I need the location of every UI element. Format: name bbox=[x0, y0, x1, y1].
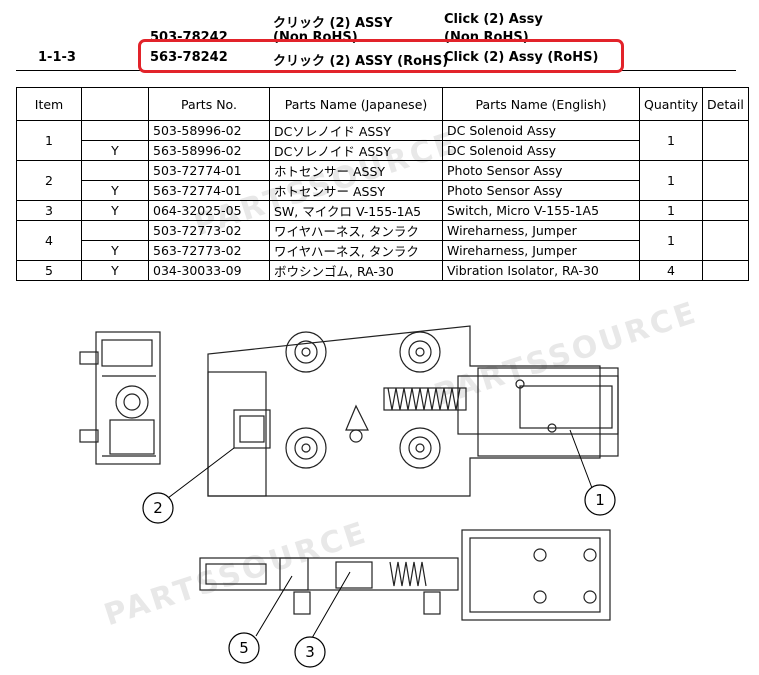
assembly-number: 1-1-3 bbox=[38, 50, 76, 65]
detail-cell bbox=[702, 260, 749, 281]
name-en-cell: Wireharness, Jumper bbox=[442, 220, 640, 241]
svg-text:2: 2 bbox=[153, 499, 163, 517]
table-row: Y 563-72774-01 ホトセンサー ASSY Photo Sensor … bbox=[17, 180, 749, 201]
col-rohs bbox=[81, 87, 149, 121]
new-part-number: 563-78242 bbox=[150, 50, 228, 65]
rohs-cell: Y bbox=[81, 240, 149, 261]
detail-cell bbox=[702, 200, 749, 221]
name-en-cell: Vibration Isolator, RA-30 bbox=[442, 260, 640, 281]
item-cell: 5 bbox=[16, 260, 82, 281]
rohs-cell: Y bbox=[81, 180, 149, 201]
quantity-cell: 4 bbox=[638, 260, 704, 281]
callout-5: 5 bbox=[228, 632, 260, 664]
col-item: Item bbox=[16, 87, 82, 121]
name-en-cell: Wireharness, Jumper bbox=[442, 240, 640, 261]
callout-2: 2 bbox=[142, 492, 174, 524]
rohs-cell: Y bbox=[81, 260, 149, 281]
part-number-cell: 034-30033-09 bbox=[148, 260, 270, 281]
rohs-highlight-box bbox=[138, 39, 624, 73]
bottom-view bbox=[199, 529, 611, 621]
name-en-cell: Photo Sensor Assy bbox=[442, 180, 640, 201]
parts-table: Item Parts No. Parts Name (Japanese) Par… bbox=[16, 87, 749, 281]
front-view bbox=[207, 325, 619, 497]
name-en-cell: Switch, Micro V-155-1A5 bbox=[442, 200, 640, 221]
part-number-cell: 503-58996-02 bbox=[148, 120, 270, 141]
rohs-cell bbox=[81, 220, 149, 241]
part-number-cell: 563-72773-02 bbox=[148, 240, 270, 261]
detail-cell bbox=[702, 220, 749, 261]
old-part-name-jp: クリック (2) ASSY bbox=[273, 16, 393, 31]
part-number-cell: 503-72774-01 bbox=[148, 160, 270, 181]
table-header-row: Item Parts No. Parts Name (Japanese) Par… bbox=[16, 87, 749, 121]
table-row: 3 Y 064-32025-05 SW, マイクロ V-155-1A5 Swit… bbox=[16, 200, 749, 221]
item-cell: 1 bbox=[16, 120, 82, 161]
name-jp-cell: ワイヤハーネス, タンラク bbox=[269, 220, 443, 241]
item-cell: 4 bbox=[16, 220, 82, 261]
col-detail: Detail bbox=[702, 87, 749, 121]
svg-text:3: 3 bbox=[305, 643, 315, 661]
name-jp-cell: ホトセンサー ASSY bbox=[269, 160, 443, 181]
callout-1: 1 bbox=[584, 484, 616, 516]
name-jp-cell: ホトセンサー ASSY bbox=[269, 180, 443, 201]
table-row: 2 503-72774-01 ホトセンサー ASSY Photo Sensor … bbox=[16, 160, 749, 201]
new-part-name-en: Click (2) Assy (RoHS) bbox=[444, 50, 599, 65]
svg-text:5: 5 bbox=[239, 639, 249, 657]
svg-text:1: 1 bbox=[595, 491, 605, 509]
quantity-cell: 1 bbox=[638, 120, 704, 161]
table-row: Y 563-58996-02 DCソレノイド ASSY DC Solenoid … bbox=[17, 140, 749, 161]
table-row: 4 503-72773-02 ワイヤハーネス, タンラク Wireharness… bbox=[16, 220, 749, 261]
col-parts-no: Parts No. bbox=[148, 87, 270, 121]
detail-cell bbox=[702, 120, 749, 161]
rohs-cell: Y bbox=[81, 140, 149, 161]
col-name-jp: Parts Name (Japanese) bbox=[269, 87, 443, 121]
quantity-cell: 1 bbox=[638, 220, 704, 261]
name-jp-cell: ワイヤハーネス, タンラク bbox=[269, 240, 443, 261]
item-cell: 2 bbox=[16, 160, 82, 201]
old-part-name-en: Click (2) Assy bbox=[444, 12, 543, 27]
part-number-cell: 064-32025-05 bbox=[148, 200, 270, 221]
name-en-cell: DC Solenoid Assy bbox=[442, 140, 640, 161]
name-jp-cell: DCソレノイド ASSY bbox=[269, 120, 443, 141]
name-en-cell: DC Solenoid Assy bbox=[442, 120, 640, 141]
part-number-cell: 503-72773-02 bbox=[148, 220, 270, 241]
new-part-name-jp: クリック (2) ASSY (RoHS) bbox=[273, 54, 449, 69]
detail-cell bbox=[702, 160, 749, 201]
part-number-cell: 563-72774-01 bbox=[148, 180, 270, 201]
col-quantity: Quantity bbox=[638, 87, 704, 121]
name-jp-cell: DCソレノイド ASSY bbox=[269, 140, 443, 161]
name-jp-cell: SW, マイクロ V-155-1A5 bbox=[269, 200, 443, 221]
table-row: 5 Y 034-30033-09 ボウシンゴム, RA-30 Vibration… bbox=[16, 260, 749, 281]
item-cell: 3 bbox=[16, 200, 82, 221]
name-en-cell: Photo Sensor Assy bbox=[442, 160, 640, 181]
col-name-en: Parts Name (English) bbox=[442, 87, 640, 121]
side-view bbox=[79, 331, 161, 465]
quantity-cell: 1 bbox=[638, 200, 704, 221]
rohs-cell: Y bbox=[81, 200, 149, 221]
quantity-cell: 1 bbox=[638, 160, 704, 201]
table-row: 1 503-58996-02 DCソレノイド ASSY DC Solenoid … bbox=[16, 120, 749, 161]
name-jp-cell: ボウシンゴム, RA-30 bbox=[269, 260, 443, 281]
assembly-drawing: 1 2 3 5 bbox=[79, 325, 619, 668]
rohs-cell bbox=[81, 120, 149, 141]
callout-3: 3 bbox=[294, 636, 326, 668]
table-row: Y 563-72773-02 ワイヤハーネス, タンラク Wireharness… bbox=[17, 240, 749, 261]
rohs-cell bbox=[81, 160, 149, 181]
part-number-cell: 563-58996-02 bbox=[148, 140, 270, 161]
